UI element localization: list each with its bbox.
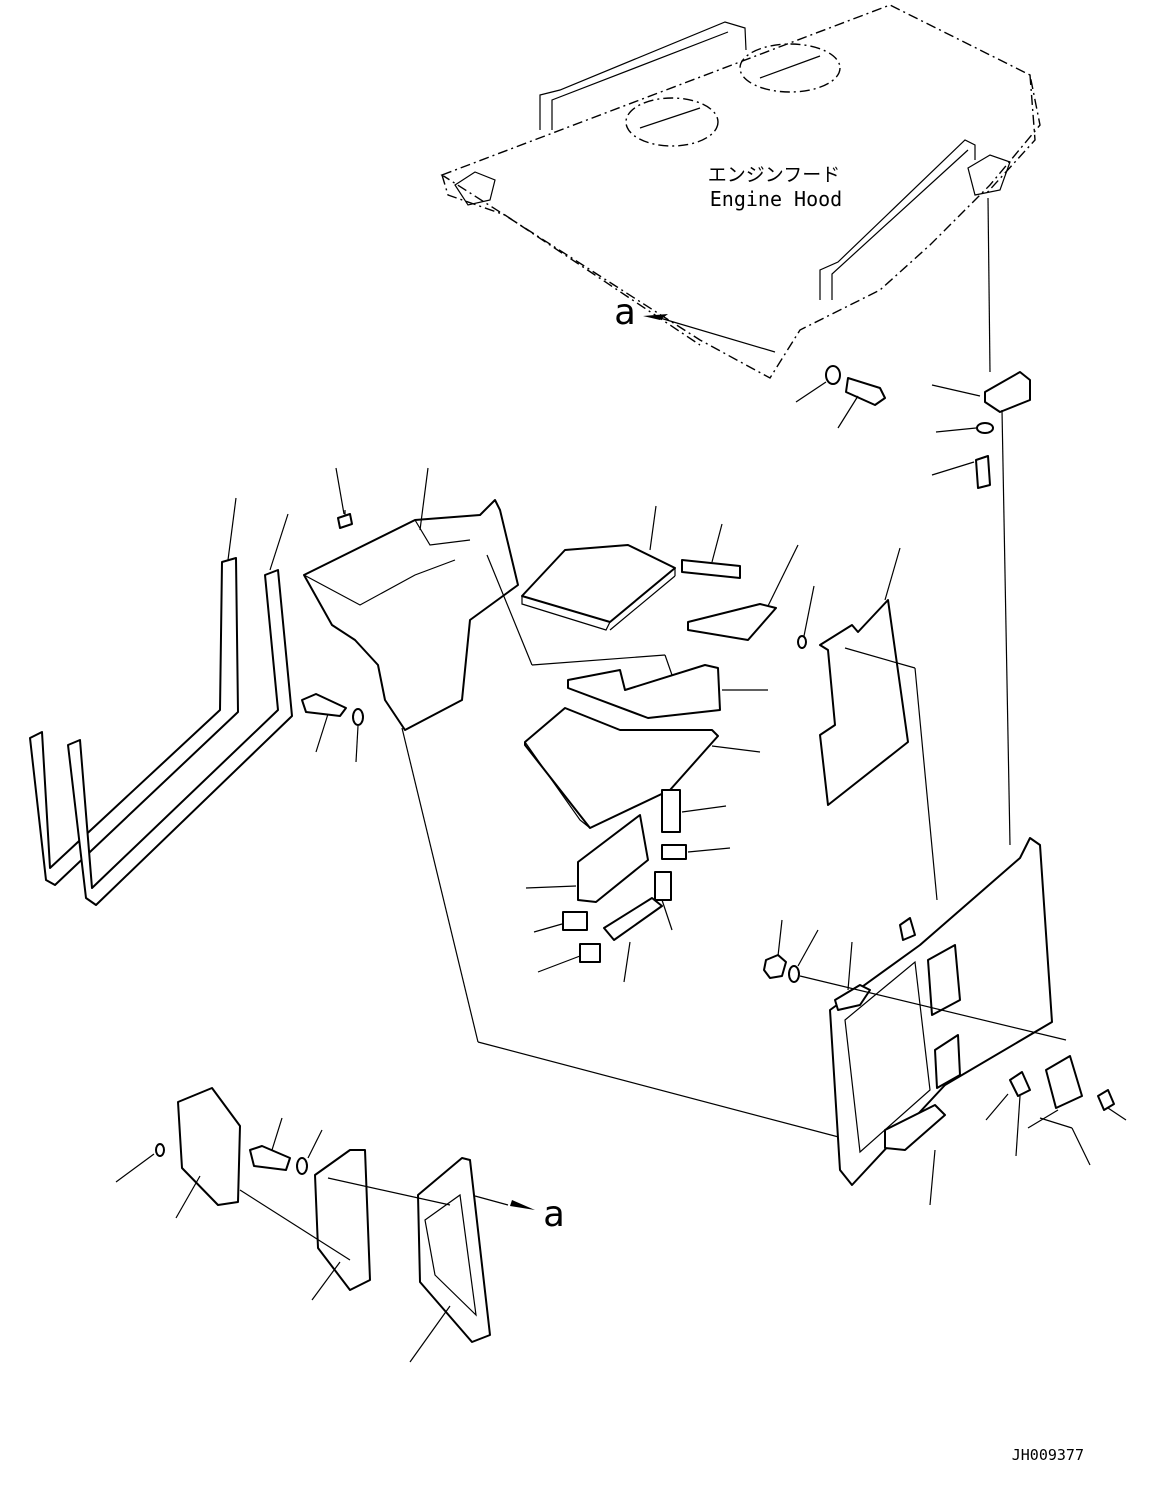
washer-icon (352, 708, 364, 726)
clip-icon (337, 513, 353, 529)
pad-block-1 (661, 789, 681, 833)
bolt-washer-mid (301, 693, 851, 1141)
seal-strip-right (67, 513, 293, 906)
washer-icon (788, 965, 800, 983)
bolt-washer-lower (249, 1117, 323, 1175)
engine-hood-label-ja: エンジンフード (708, 164, 840, 186)
plug-icon (155, 1143, 165, 1157)
bolt-icon (301, 693, 347, 717)
pad-large-top (521, 505, 676, 631)
bracket-lower (311, 1149, 371, 1301)
pad-block-3 (654, 871, 672, 901)
pad-strip-b (603, 897, 663, 941)
side-cover-lower (239, 1157, 491, 1363)
bolt-icon (975, 455, 991, 489)
hinge-icon (984, 371, 1031, 413)
pad-triangle (687, 544, 799, 641)
pad-block-5 (579, 943, 601, 963)
engine-hood-label-en: Engine Hood (710, 187, 842, 211)
view-marker-a-bottom: a (474, 1194, 565, 1235)
washer-icon (296, 1157, 308, 1175)
latch-plate-icon (1045, 1055, 1083, 1109)
washer-icon (825, 365, 841, 385)
nut-icon (763, 954, 787, 979)
washer-icon (976, 422, 994, 434)
view-marker-a-top: a (614, 292, 776, 353)
engine-hood-outline (440, 4, 1041, 379)
hood-bolt-group (795, 365, 886, 429)
pad-block-2 (661, 844, 687, 860)
pad-block-4 (562, 911, 588, 931)
drawing-number: JH009377 (1012, 1446, 1084, 1464)
pad-angled-a (567, 664, 768, 719)
bolt-icon (249, 1145, 291, 1171)
pad-angled-b (524, 707, 761, 829)
side-plate-lower (115, 1087, 241, 1219)
pad-small-group (525, 789, 731, 983)
bolt-icon (845, 377, 886, 406)
door-latch-group (985, 1055, 1127, 1166)
seal-strip-left (29, 497, 239, 886)
pad-panel-small (577, 814, 649, 903)
plug-icon (797, 635, 807, 649)
access-door-panel (829, 837, 1053, 1206)
hinge-group-right (931, 197, 1031, 846)
view-marker-a-top-label: a (614, 292, 636, 333)
engine-hood-label: エンジンフード Engine Hood (708, 164, 842, 211)
latch-icon (1009, 1071, 1031, 1097)
nut-washer-door (763, 919, 1067, 1041)
pad-strip-a (681, 523, 741, 579)
duct-cover-upper (303, 467, 673, 731)
side-panel-right (797, 547, 938, 901)
view-marker-a-bottom-label: a (543, 1194, 565, 1235)
door-handle-icon (884, 1104, 946, 1151)
knob-icon (1097, 1089, 1115, 1111)
